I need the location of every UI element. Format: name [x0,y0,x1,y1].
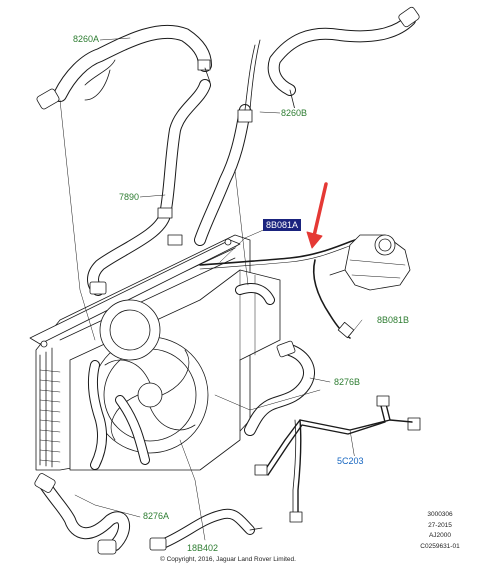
red-down-left-arrow-icon [306,182,328,249]
callout-8276b: 8276B [333,377,362,387]
callout-8b081a: 8B081A [263,219,302,231]
hose-7890 [87,79,211,296]
engine-hoses [87,283,275,470]
callout-7890: 7890 [118,192,141,202]
diagram-metadata: 3000306 27-2015 AJ2000 C0259631-01 [410,510,470,552]
hose-8276b [244,340,315,436]
callout-5c203: 5C203 [336,456,365,466]
copyright-notice: © Copyright, 2016, Jaguar Land Rover Lim… [160,556,296,563]
hose-8b081 [199,239,356,339]
metadata-code: 3000306 [427,511,453,518]
callout-18b402: 18B402 [186,543,220,553]
hose-18b402 [149,508,263,551]
leader-lines [59,37,363,541]
metadata-date: 27-2015 [428,521,452,529]
metadata-id: C0259631-01 [420,542,460,550]
callout-8260b: 8260B [280,108,309,118]
hose-8276a [34,473,130,555]
callout-8b081b: 8B081B [376,315,411,325]
hose-8260a [36,24,212,110]
coolant-reservoir [329,234,411,291]
callout-8260a: 8260A [72,34,101,44]
metadata-ref: AJ2000 [428,532,452,539]
pipe-5c203 [254,395,421,523]
callout-8276a: 8276A [142,511,171,521]
hose-8260b [194,6,420,246]
